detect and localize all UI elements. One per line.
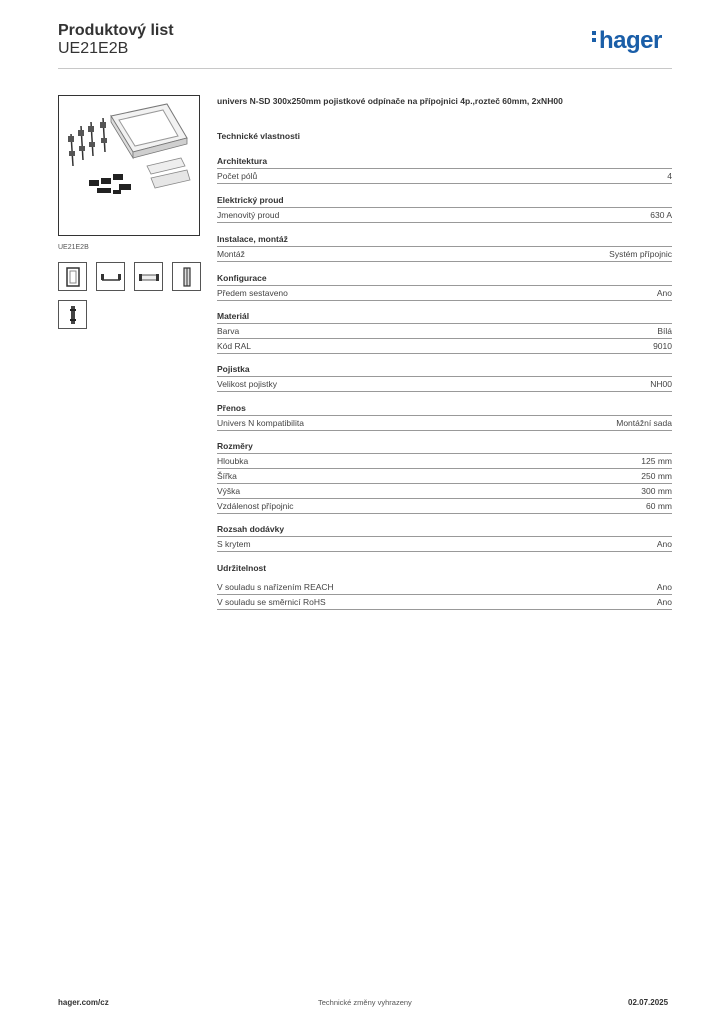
thumbnail-1[interactable] [58,262,87,291]
property-row: Vzdálenost přípojnic 60 mm [217,499,672,514]
group-udrzitelnost: Udržitelnost V souladu s nařízením REACH… [217,561,672,610]
hager-logo: hager [592,27,662,55]
property-value: Ano [656,582,672,592]
property-row: Barva Bílá [217,324,672,339]
group-title: Konfigurace [217,271,672,286]
thumbnail-2[interactable] [96,262,125,291]
property-row: Šířka 250 mm [217,469,672,484]
property-label: Kód RAL [217,341,252,351]
property-value: NH00 [650,379,672,389]
property-row: Kód RAL 9010 [217,339,672,354]
property-row: Velikost pojistky NH00 [217,377,672,392]
property-value: 250 mm [641,471,672,481]
property-row: S krytem Ano [217,537,672,552]
group-instalace-montaz: Instalace, montáž Montáž Systém přípojnic [217,232,672,262]
section-heading: Technické vlastnosti [217,131,300,141]
frame-front-icon [65,266,80,287]
property-label: S krytem [217,539,251,549]
group-title: Instalace, montáž [217,232,672,247]
property-row: Výška 300 mm [217,484,672,499]
property-row: Jmenovitý proud 630 A [217,208,672,223]
logo-colon-icon [592,28,597,45]
group-pojistka: Pojistka Velikost pojistky NH00 [217,362,672,392]
group-elektricky-proud: Elektrický proud Jmenovitý proud 630 A [217,193,672,223]
property-row: V souladu se směrnicí RoHS Ano [217,595,672,610]
thumbnail-4[interactable] [172,262,201,291]
property-row: Předem sestaveno Ano [217,286,672,301]
property-label: Univers N kompatibilita [217,418,304,428]
property-value: Ano [656,539,672,549]
property-label: V souladu s nařízením REACH [217,582,334,592]
vertical-rail-icon [69,305,76,324]
property-value: 630 A [650,210,672,220]
property-row: V souladu s nařízením REACH Ano [217,580,672,595]
property-label: Šířka [217,471,237,481]
property-label: Velikost pojistky [217,379,277,389]
thumbnail-5[interactable] [58,300,87,329]
product-kit-illustration [68,103,191,194]
product-image[interactable] [58,95,200,236]
property-value: 125 mm [641,456,672,466]
product-code: UE21E2B [58,40,129,57]
group-prenos: Přenos Univers N kompatibilita Montážní s… [217,401,672,431]
property-label: Montáž [217,249,245,259]
property-value: 300 mm [641,486,672,496]
property-value: Montážní sada [616,418,672,428]
thumbnail-3[interactable] [134,262,163,291]
property-value: 4 [667,171,672,181]
property-value: Ano [656,597,672,607]
property-row: Univers N kompatibilita Montážní sada [217,416,672,431]
group-title: Elektrický proud [217,193,672,208]
group-title: Udržitelnost [217,563,267,573]
busbar-holder-icon [100,273,121,281]
group-title: Architektura [217,154,672,169]
property-value: Ano [656,288,672,298]
property-label: V souladu se směrnicí RoHS [217,597,326,607]
group-konfigurace: Konfigurace Předem sestaveno Ano [217,271,672,301]
property-label: Hloubka [217,456,249,466]
group-title: Přenos [217,401,672,416]
group-title: Materiál [217,309,672,324]
property-value: Systém přípojnic [609,249,672,259]
group-rozsah-dodavky: Rozsah dodávky S krytem Ano [217,522,672,552]
property-row: Hloubka 125 mm [217,454,672,469]
group-material: Materiál Barva Bílá Kód RAL 9010 [217,309,672,354]
header-divider [58,68,672,69]
property-label: Výška [217,486,241,496]
property-label: Jmenovitý proud [217,210,280,220]
property-value: 60 mm [646,501,672,511]
logo-text: hager [599,27,662,54]
property-value: Bílá [657,326,672,336]
group-title: Rozsah dodávky [217,522,672,537]
footer-website-link[interactable]: hager.com/cz [58,998,109,1007]
group-title: Pojistka [217,362,672,377]
image-caption: UE21E2B [58,244,89,251]
property-label: Počet pólů [217,171,258,181]
property-label: Barva [217,326,240,336]
property-label: Předem sestaveno [217,288,288,298]
footer-disclaimer: Technické změny vyhrazeny [318,998,412,1007]
side-profile-icon [182,266,191,287]
group-architektura: Architektura Počet pólů 4 [217,154,672,184]
property-row: Montáž Systém přípojnic [217,247,672,262]
group-title: Rozměry [217,439,672,454]
product-description: univers N-SD 300x250mm pojistkové odpína… [217,96,563,106]
group-rozmery: Rozměry Hloubka 125 mm Šířka 250 mm Výška 3… [217,439,672,514]
footer-date: 02.07.2025 [628,998,669,1007]
cover-strip-icon [138,273,159,281]
property-value: 9010 [653,341,672,351]
property-row: Počet pólů 4 [217,169,672,184]
page-title: Produktový list [58,22,174,39]
property-label: Vzdálenost přípojnic [217,501,294,511]
